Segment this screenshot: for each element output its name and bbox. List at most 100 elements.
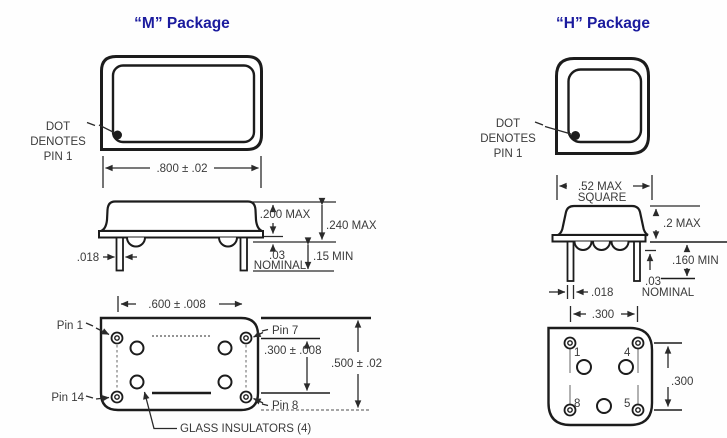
h-pin1-outer-ring xyxy=(563,336,577,350)
h-side-base xyxy=(551,234,647,243)
m-pin1-dot xyxy=(113,130,122,140)
m-side-pin-left xyxy=(115,236,124,272)
m-side-standoff-right xyxy=(218,237,238,248)
h-corner-pin-4 xyxy=(631,336,645,350)
m-side-base xyxy=(98,230,264,239)
m-pin7-label: Pin 7 xyxy=(272,325,298,337)
h-side-pin-right xyxy=(633,240,641,282)
h-pin1-label: 1 xyxy=(574,347,580,359)
m-pin7-inner-ring xyxy=(243,335,249,341)
h-lid-height-dim: .2 MAX xyxy=(663,218,701,230)
h-standoff-dim: .03 xyxy=(645,276,661,288)
h-side-lid xyxy=(557,204,649,237)
m-pin1-outer-ring xyxy=(110,331,124,345)
h-package-title: “H” Package xyxy=(556,15,650,32)
m-bottom-outline xyxy=(99,316,260,412)
h-bottom-view: .300 1 4 8 xyxy=(547,306,693,427)
m-insulator-top-left xyxy=(129,340,145,356)
m-top-outline xyxy=(100,55,263,151)
m-standoff-dim2: NOMINAL xyxy=(254,260,307,272)
h-pin8-inner-ring xyxy=(567,407,573,413)
h-pin4-label: 4 xyxy=(624,347,631,359)
m-pin8-leader xyxy=(253,397,264,405)
m-side-standoff-left xyxy=(126,237,146,248)
h-corner-pin-1 xyxy=(563,336,577,350)
m-pin14-outer-ring xyxy=(110,390,124,404)
h-pin-min-dim: .160 MIN xyxy=(672,255,719,267)
m-pin8-outer-ring xyxy=(239,390,253,404)
m-pin-span-dim: .600 ± .008 xyxy=(148,299,205,311)
h-width-dim2: SQUARE xyxy=(578,192,627,204)
h-pin1-dot xyxy=(571,131,580,140)
m-top-view: DOT DENOTES PIN 1 .800 ± .02 xyxy=(30,55,263,188)
h-hole-bottom xyxy=(596,398,612,414)
m-side-pin-right xyxy=(239,236,248,272)
h-dot-note-line3: PIN 1 xyxy=(494,148,523,160)
m-pin1-leader xyxy=(95,327,110,336)
h-dot-leader-line xyxy=(544,125,572,135)
m-pin8-inner-ring xyxy=(243,394,249,400)
m-insulator-top-right xyxy=(217,340,233,356)
h-standoff-dim2: NOMINAL xyxy=(642,287,695,299)
m-dot-leader-line xyxy=(98,124,115,134)
m-overall-dim: .240 MAX xyxy=(326,220,377,232)
m-bottom-view: .600 ± .008 xyxy=(51,296,382,435)
h-pin8-label: 8 xyxy=(574,398,580,410)
h-bottom-outline xyxy=(547,326,654,427)
h-hole-right xyxy=(618,359,634,375)
m-dot-note-line2: DENOTES xyxy=(30,136,86,148)
h-dot-note-dash xyxy=(534,121,544,126)
h-pin4-outer-ring xyxy=(631,336,645,350)
m-dot-note-line1: DOT xyxy=(46,121,70,133)
h-top-inner-outline xyxy=(567,68,643,144)
m-pin-dia-dim: .018 xyxy=(77,252,99,264)
m-pin1-inner-ring xyxy=(114,335,120,341)
m-insulator-note: GLASS INSULATORS (4) xyxy=(180,423,311,435)
h-pin4-inner-ring xyxy=(635,340,641,346)
h-pin5-outer-ring xyxy=(631,403,645,417)
h-hole-left xyxy=(576,359,592,375)
m-package-title: “M” Package xyxy=(134,15,230,32)
m-pin14-inner-ring xyxy=(114,394,120,400)
h-pin8-outer-ring xyxy=(563,403,577,417)
h-width-dim: .52 MAX xyxy=(578,181,622,193)
m-corner-pin-14 xyxy=(110,390,124,404)
m-pin7-outer-ring xyxy=(239,331,253,345)
h-corner-pin-8 xyxy=(563,403,577,417)
m-row-span-dim: .300 ± .008 xyxy=(264,345,321,357)
m-corner-pin-7 xyxy=(239,331,253,345)
h-side-standoff-left xyxy=(573,241,593,251)
m-pin-min-dim: .15 MIN xyxy=(313,251,353,263)
h-top-view: DOT DENOTES PIN 1 .52 MAX SQUARE xyxy=(480,57,653,204)
m-top-inner-outline xyxy=(111,64,256,144)
m-insulator-bottom-right xyxy=(217,374,233,390)
m-dot-note-dash xyxy=(86,121,96,127)
h-pin5-inner-ring xyxy=(635,407,641,413)
m-standoff-dim: .03 xyxy=(269,250,285,262)
h-pin-dia-dim: .018 xyxy=(591,287,613,299)
m-pin1-label: Pin 1 xyxy=(57,320,83,332)
m-pin14-dash xyxy=(85,395,94,399)
m-lid-height-dim: .200 MAX xyxy=(260,209,311,221)
m-package: “M” Package DOT DENOTES PIN 1 .800 ± .02 xyxy=(30,15,382,435)
h-side-view: .018 .2 MAX .03 NOMINAL .160 MIN xyxy=(549,204,727,299)
m-pin14-label: Pin 14 xyxy=(51,392,84,404)
h-package: “H” Package DOT DENOTES PIN 1 .52 MAX SQ… xyxy=(480,15,727,427)
m-pin8-dash xyxy=(261,403,269,407)
h-top-outline xyxy=(555,57,650,155)
m-side-lid xyxy=(100,200,263,233)
m-pin1-dash xyxy=(85,322,94,327)
m-pin8-label: Pin 8 xyxy=(272,400,298,412)
m-pin7-leader xyxy=(253,330,264,338)
h-side-standoff-mid xyxy=(592,241,611,251)
h-bottom-height-dim: .300 xyxy=(671,376,693,388)
m-insulator-leader xyxy=(143,391,177,430)
h-side-standoff-right xyxy=(610,241,630,251)
m-body-dim: .500 ± .02 xyxy=(331,358,382,370)
m-pin14-leader xyxy=(95,395,110,402)
h-dot-note-line2: DENOTES xyxy=(480,133,536,145)
h-pin1-inner-ring xyxy=(567,340,573,346)
h-bottom-width-dim: .300 xyxy=(592,309,614,321)
